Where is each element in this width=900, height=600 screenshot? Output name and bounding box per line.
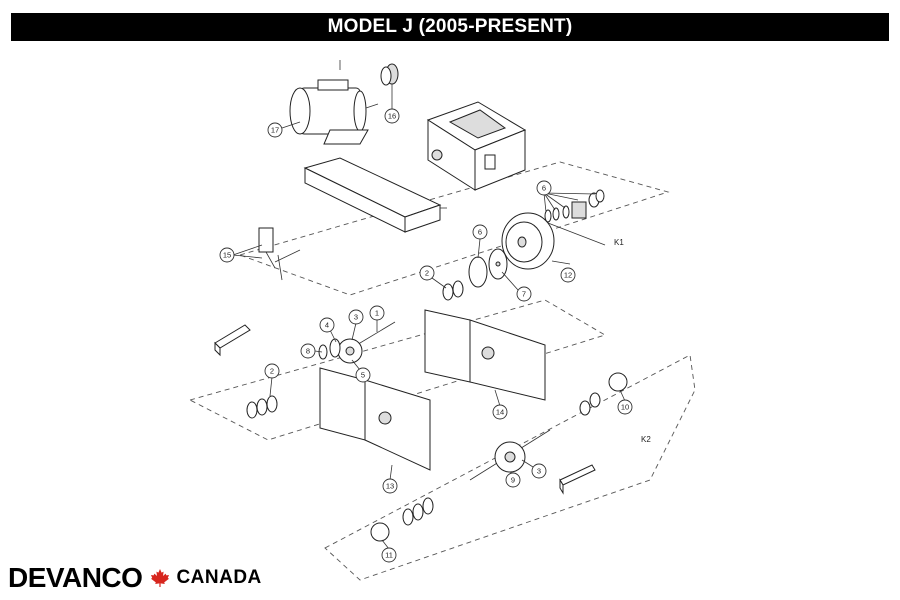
limit-switch-part <box>258 227 301 281</box>
control-box-part <box>426 101 527 191</box>
svg-text:8: 8 <box>306 347 310 356</box>
svg-text:12: 12 <box>564 271 572 280</box>
motor-pulley-part <box>339 60 399 110</box>
svg-text:3: 3 <box>537 467 541 476</box>
upper-shaft-part <box>318 321 396 364</box>
drive-pulley-part <box>501 212 606 270</box>
callout-15: 15 <box>219 244 263 263</box>
callout-3-lower: 3 <box>521 459 547 479</box>
callout-6-disc: 6 <box>472 224 488 259</box>
brand-logo: DEVANCO CANADA <box>8 562 262 594</box>
upper-base-plate-part <box>303 157 447 233</box>
right-sprocket-part <box>579 372 628 416</box>
callout-14: 14 <box>492 389 508 420</box>
callout-12: 12 <box>560 267 576 283</box>
svg-text:9: 9 <box>511 476 515 485</box>
callout-10: 10 <box>617 389 633 415</box>
svg-text:5: 5 <box>361 371 365 380</box>
page-title: MODEL J (2005-PRESENT) <box>327 16 573 37</box>
svg-text:3: 3 <box>354 313 358 322</box>
upper-assembly-outline <box>238 161 670 296</box>
callout-2-lower: 2 <box>264 363 280 397</box>
callout-16: 16 <box>384 108 400 124</box>
callout-9: 9 <box>505 471 521 488</box>
clutch-disc-part <box>468 248 508 288</box>
svg-text:2: 2 <box>425 269 429 278</box>
svg-text:11: 11 <box>385 551 393 560</box>
svg-text:2: 2 <box>270 367 274 376</box>
callout-8: 8 <box>300 343 323 359</box>
svg-text:4: 4 <box>325 321 329 330</box>
right-bracket-part <box>559 464 596 495</box>
callout-6-top: 6 <box>536 180 596 213</box>
callout-2-upper: 2 <box>419 265 447 289</box>
svg-text:13: 13 <box>386 482 394 491</box>
svg-text:6: 6 <box>542 184 546 193</box>
lower-assembly-outline <box>324 354 696 581</box>
svg-text:7: 7 <box>522 290 526 299</box>
svg-text:14: 14 <box>496 408 504 417</box>
title-bar: MODEL J (2005-PRESENT) <box>11 13 889 41</box>
bottom-sprocket-part <box>370 497 434 542</box>
callout-7: 7 <box>501 271 532 302</box>
svg-text:10: 10 <box>621 403 629 412</box>
svg-text:17: 17 <box>271 126 279 135</box>
svg-text:1: 1 <box>375 309 379 318</box>
kit-k1-label: K1 <box>614 238 624 247</box>
brand-country: CANADA <box>176 567 262 588</box>
left-side-plate-part <box>319 367 431 471</box>
svg-text:6: 6 <box>478 228 482 237</box>
lower-bushing-part <box>246 395 278 419</box>
kit-k2-label: K2 <box>641 435 651 444</box>
motor-part <box>289 79 379 145</box>
lower-shaft-part <box>469 429 551 481</box>
pulley-washers-part <box>544 189 605 223</box>
left-bracket-part <box>214 324 251 357</box>
brand-name: DEVANCO <box>8 562 143 593</box>
maple-leaf-icon <box>151 569 170 587</box>
svg-text:16: 16 <box>388 112 396 121</box>
svg-text:K2: K2 <box>641 435 651 444</box>
callout-17: 17 <box>267 121 301 138</box>
svg-text:K1: K1 <box>614 238 624 247</box>
upper-bushing-part <box>442 280 464 301</box>
svg-text:15: 15 <box>223 251 231 260</box>
callout-3-upper: 3 <box>348 309 364 341</box>
right-side-plate-part <box>424 309 546 401</box>
callout-5: 5 <box>351 359 371 383</box>
callout-11: 11 <box>381 539 397 563</box>
callout-4: 4 <box>319 317 337 343</box>
callout-1: 1 <box>369 305 385 332</box>
callout-13: 13 <box>382 464 398 494</box>
